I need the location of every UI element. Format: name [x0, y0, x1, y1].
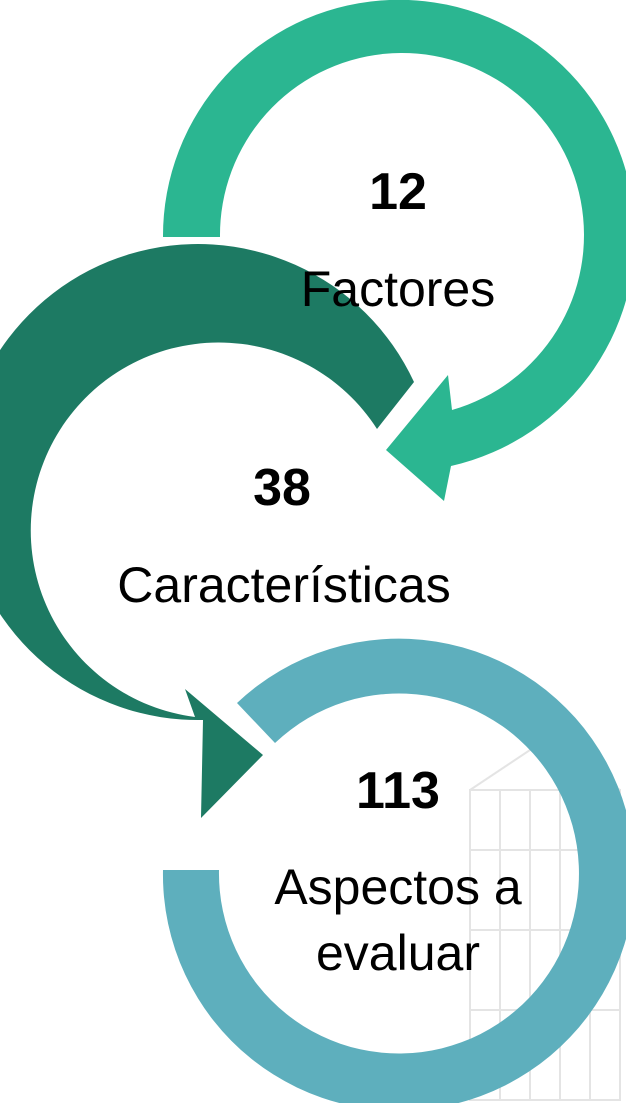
step-2-label: Características: [117, 557, 451, 613]
curved-arrow-2: [0, 244, 414, 818]
step-3-label-line2: evaluar: [316, 925, 480, 981]
step-3-label-line1: Aspectos a: [274, 859, 522, 915]
step-1-label: Factores: [300, 261, 496, 317]
step-3-number: 113: [356, 762, 440, 820]
step-2-number: 38: [253, 459, 311, 517]
step-1-number: 12: [369, 163, 427, 221]
